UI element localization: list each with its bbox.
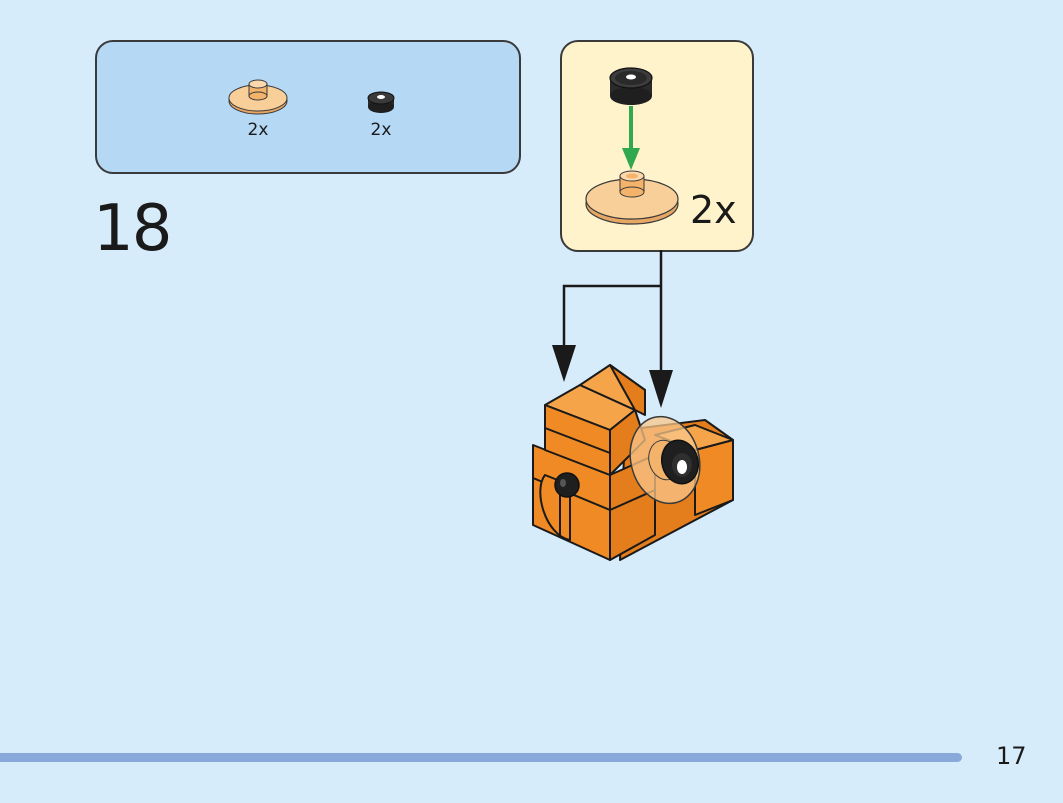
parts-list-item-round-plate: 2x [227,76,289,140]
sub-assembly-quantity: 2x [690,188,737,232]
arrow-head-right-icon [649,370,673,408]
model-assembly [532,364,734,561]
arrow-head-left-icon [552,345,576,382]
part-quantity: 2x [370,120,392,140]
right-eye-icon [660,439,700,485]
parts-list-item-eye-tile: 2x [365,86,397,140]
orange-round-plate-icon [228,79,288,115]
round-plate-part [585,170,679,225]
step-number: 18 [93,192,172,266]
left-eye-icon [554,472,580,498]
sub-assembly-callout: 2x [560,40,754,252]
page-number: 17 [996,742,1027,770]
eye-tile-part [609,67,653,105]
parts-list-box: 2x 2x [95,40,521,174]
part-quantity: 2x [247,120,269,140]
green-arrow-icon [622,106,640,170]
sub-assembly-diagram [585,67,679,225]
footer-progress-bar [0,753,962,762]
black-eye-tile-icon [367,91,395,113]
